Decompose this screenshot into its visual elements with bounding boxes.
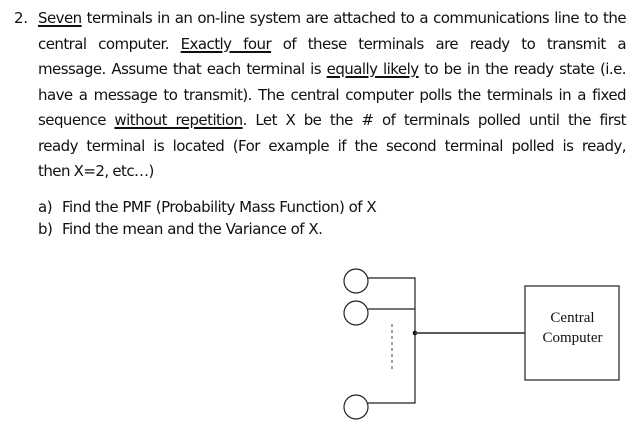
text-segment: have a message to transmit). The central… [38, 85, 627, 104]
terminal-icon [343, 268, 369, 294]
underlined-seven: Seven [38, 9, 82, 27]
junction-dot [412, 330, 418, 336]
problem-line-1: Seven terminals in an on-line system are… [38, 6, 627, 32]
text-segment: ready terminal is located (For example i… [38, 136, 627, 155]
text-segment: terminals in an on-line system are attac… [81, 9, 627, 27]
underlined-equally-likely: equally likely [326, 60, 419, 78]
text-segment: sequence [38, 111, 115, 129]
underlined-exactly-four: Exactly four [180, 34, 272, 53]
problem-line-7: then X=2, etc…) [38, 159, 626, 185]
text-segment: of these terminals are ready to transmit… [271, 34, 627, 53]
text-segment: central computer. [38, 34, 181, 53]
subquestion-text: Find the mean and the Variance of X. [62, 220, 323, 238]
terminal-icon [343, 300, 369, 326]
central-computer-label: Central Computer [526, 308, 619, 348]
box-label-line-1: Central [550, 310, 595, 326]
subquestion-label: b) [38, 220, 53, 238]
subquestion-b: b) Find the mean and the Variance of X. [38, 218, 376, 240]
underlined-without-repetition: without repetition [114, 111, 243, 129]
text-segment: message. Assume that each terminal is [38, 60, 327, 78]
subquestion-text: Find the PMF (Probability Mass Function)… [62, 198, 377, 216]
text-segment: to be in the ready state (i.e. [418, 60, 627, 78]
terminal-icon [343, 394, 369, 420]
problem-line-4: have a message to transmit). The central… [38, 83, 627, 109]
central-computer-box [524, 285, 620, 381]
problem-statement: Seven terminals in an on-line system are… [38, 6, 627, 185]
subquestion-label: a) [38, 198, 53, 216]
subquestion-a: a) Find the PMF (Probability Mass Functi… [38, 196, 377, 218]
text-segment: then X=2, etc…) [38, 162, 154, 180]
subquestions-list: a) Find the PMF (Probability Mass Functi… [38, 196, 377, 240]
problem-line-6: ready terminal is located (For example i… [38, 134, 627, 160]
problem-line-3: message. Assume that each terminal is eq… [38, 57, 627, 83]
problem-line-5: sequence without repetition. Let X be th… [38, 108, 627, 134]
text-segment: . Let X be the # of terminals polled unt… [242, 111, 627, 129]
problem-line-2: central computer. Exactly four of these … [38, 32, 627, 58]
box-label-line-2: Computer [542, 330, 603, 346]
problem-number: 2. [14, 9, 28, 27]
